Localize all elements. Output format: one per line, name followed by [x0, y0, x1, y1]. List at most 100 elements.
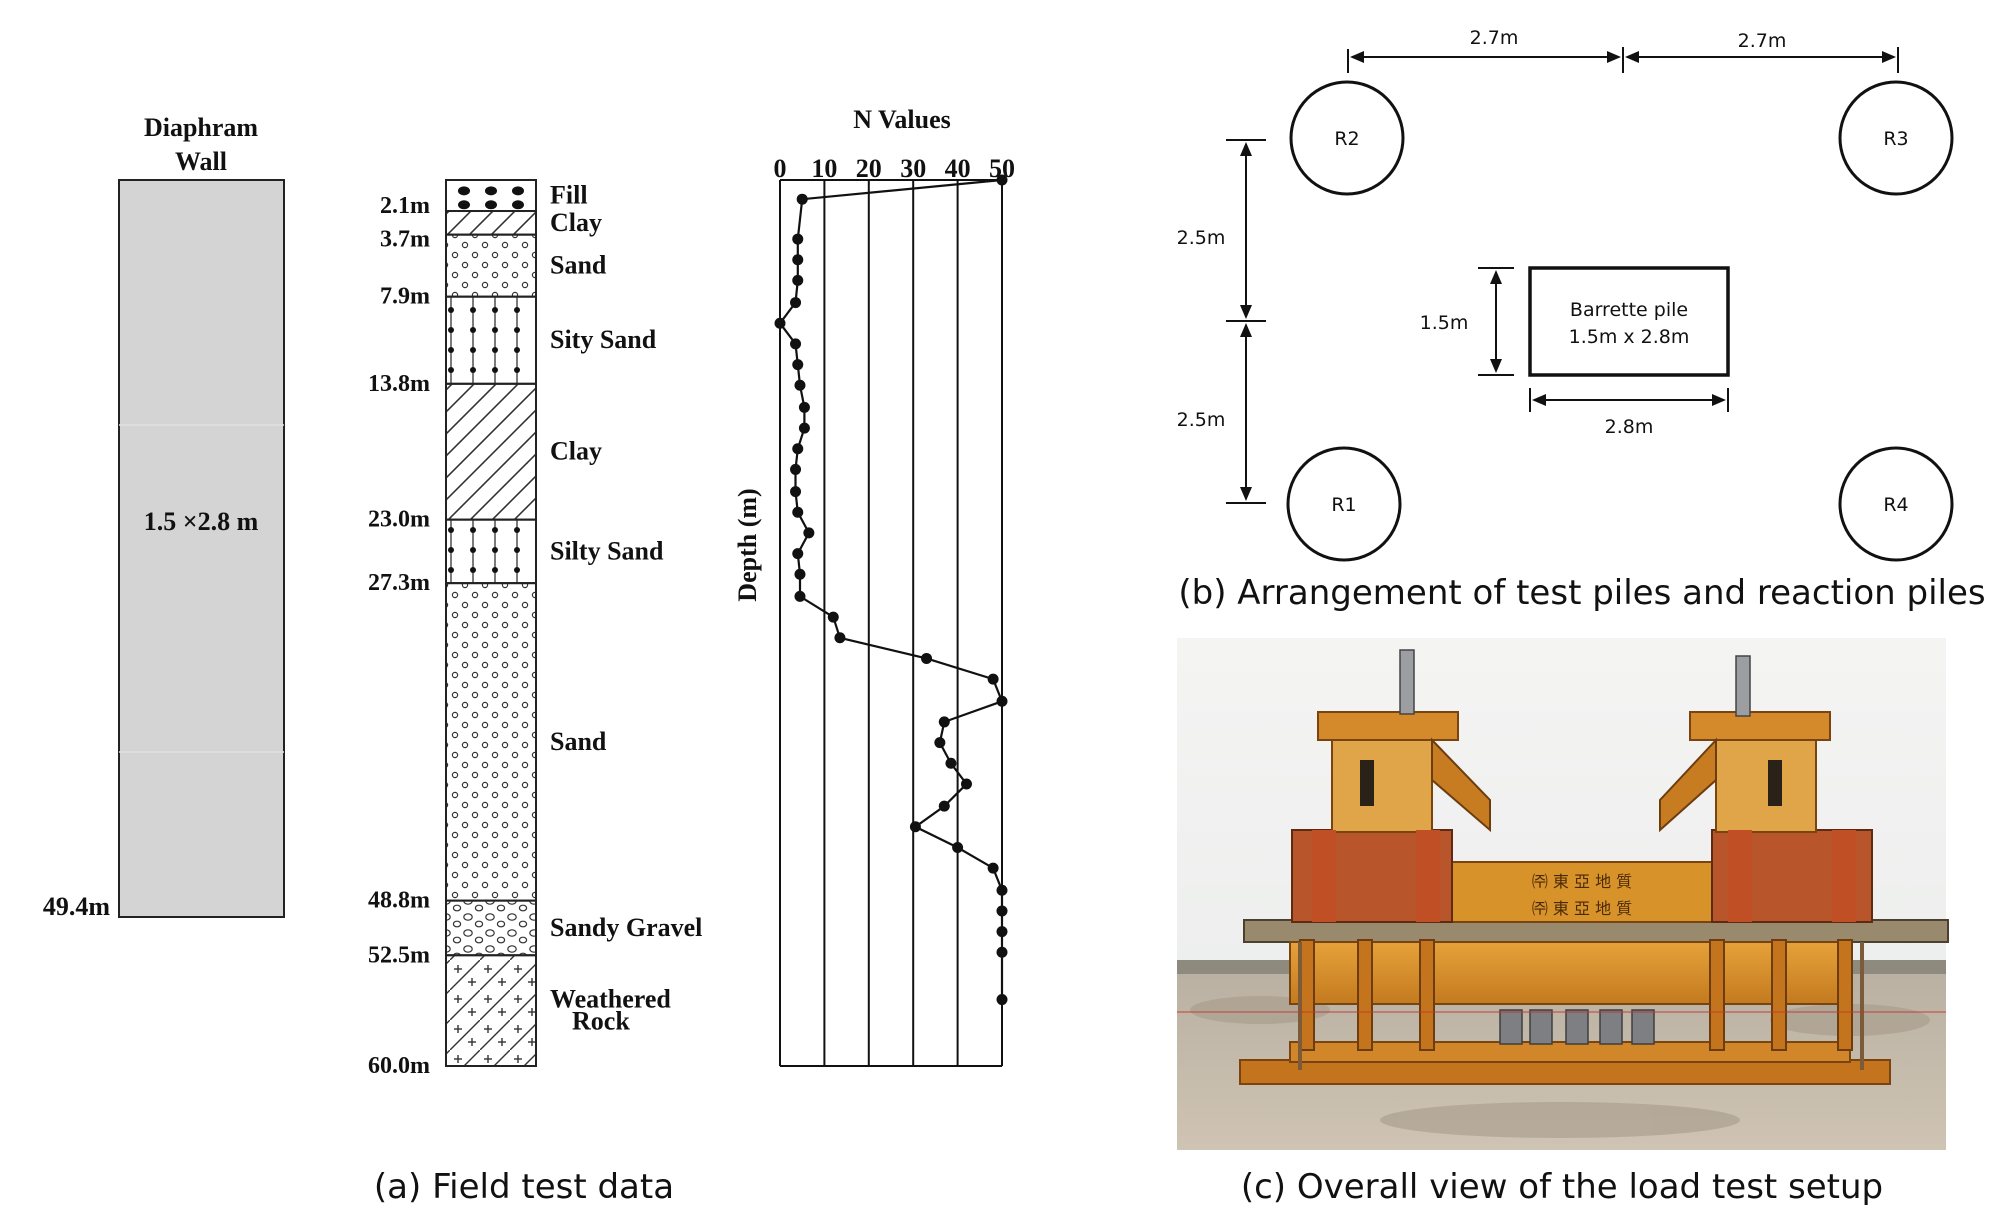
barrette-label-line1: Barrette pile [1570, 299, 1688, 321]
wall-body [118, 179, 285, 918]
chart-gridlines [779, 179, 1003, 1067]
sign-text-2: ㈜ 東 亞 地 質 [1532, 899, 1632, 918]
n-value-point [792, 233, 804, 245]
n-value-point [794, 590, 806, 602]
n-value-point [834, 632, 846, 644]
n-value-series-line [778, 178, 1004, 1000]
pile-R3: R3 [1838, 80, 1954, 196]
soil-layer-clay [445, 210, 537, 236]
sign-text-1: ㈜ 東 亞 地 質 [1532, 872, 1632, 891]
panel-pile-arrangement: R2 R3 R1 R4 Barrette pile 1.5m x 2.8m [1177, 27, 1986, 613]
n-value-point [996, 695, 1008, 707]
boundary-depth-label: 52.5m [368, 942, 430, 968]
boundary-depth-label: 23.0m [368, 507, 430, 533]
boundary-depth-label: 3.7m [380, 227, 430, 253]
pile-R2-label: R2 [1334, 128, 1359, 150]
boundary-depth-label: 60.0m [368, 1053, 430, 1079]
n-value-point [790, 486, 802, 498]
n-value-point [996, 926, 1008, 938]
layer-name: Rock [572, 1007, 630, 1036]
n-value-point [796, 193, 808, 205]
n-value-point [996, 946, 1008, 958]
diaphragm-wall: Diaphram Wall 1.5 ×2.8 m 49.4m [43, 113, 285, 921]
n-value-point [996, 884, 1008, 896]
dim-left-upper: 2.5m [1177, 227, 1226, 249]
pile-R4-label: R4 [1883, 494, 1908, 516]
layer-name: Clay [550, 208, 602, 237]
dim-top-left: 2.7m [1470, 27, 1519, 49]
n-value-point [798, 401, 810, 413]
fill-gravel-dot [485, 186, 497, 196]
n-value-point [790, 463, 802, 475]
borehole-depth-labels: 2.1m3.7m7.9m13.8m23.0m27.3m48.8m52.5m60.… [368, 193, 430, 1079]
fill-gravel-dot [485, 200, 497, 210]
barrette-pile: Barrette pile 1.5m x 2.8m [1528, 266, 1730, 377]
soil-layer-sand [445, 233, 537, 298]
y-axis-label: Depth (m) [733, 488, 762, 601]
n-value-point [827, 611, 839, 623]
n-value-point [996, 994, 1008, 1006]
n-value-point [987, 862, 999, 874]
dim-left-lower: 2.5m [1177, 409, 1226, 431]
fill-gravel-dot [458, 200, 470, 210]
wall-title-line2: Wall [175, 147, 227, 176]
dimension-lines [1226, 47, 1899, 504]
n-value-point [803, 527, 815, 539]
soil-layer-sand [445, 582, 537, 902]
x-tick-label: 10 [811, 154, 837, 183]
boundary-depth-label: 48.8m [368, 888, 430, 914]
n-value-point [996, 905, 1008, 917]
n-value-point [792, 359, 804, 371]
layer-name: Weathered [550, 985, 671, 1014]
layer-name: Sity Sand [550, 325, 657, 354]
caption-a: (a) Field test data [374, 1167, 674, 1207]
fill-gravel-dot [458, 186, 470, 196]
n-value-point [794, 379, 806, 391]
n-value-point [945, 757, 957, 769]
n-value-point [790, 297, 802, 309]
x-tick-label: 0 [774, 154, 787, 183]
boundary-depth-label: 27.3m [368, 570, 430, 596]
x-tick-label: 20 [856, 154, 882, 183]
n-value-point [938, 800, 950, 812]
pile-R1: R1 [1286, 446, 1402, 562]
n-value-point [792, 443, 804, 455]
layer-name: Sandy Gravel [550, 913, 702, 942]
boundary-depth-label: 2.1m [380, 193, 430, 219]
x-tick-label: 40 [945, 154, 971, 183]
soil-layer-sandy-gravel [445, 899, 537, 957]
boundary-depth-label: 13.8m [368, 371, 430, 397]
pile-R2: R2 [1289, 80, 1405, 196]
dim-barrette-length: 2.8m [1605, 416, 1654, 438]
caption-b: (b) Arrangement of test piles and reacti… [1178, 573, 1985, 613]
n-value-point [792, 274, 804, 286]
soil-layer-silty-sand [445, 518, 537, 585]
layer-name: Clay [550, 437, 602, 466]
n-value-point [790, 338, 802, 350]
fill-gravel-dot [512, 186, 524, 196]
soil-layer-weathered-rock [445, 954, 537, 1067]
n-value-point [996, 174, 1008, 186]
pile-R4: R4 [1838, 446, 1954, 562]
borehole-log [445, 179, 537, 1067]
n-value-point [792, 548, 804, 560]
n-value-point [909, 821, 921, 833]
pile-R3-label: R3 [1883, 128, 1908, 150]
wall-depth-label: 49.4m [43, 892, 111, 921]
fill-gravel-dot [512, 200, 524, 210]
layer-name: Sand [550, 727, 607, 756]
n-value-point [774, 317, 786, 329]
layer-name: Fill [550, 181, 588, 210]
layer-name: Silty Sand [550, 536, 664, 565]
n-value-point [987, 673, 999, 685]
n-value-point [792, 506, 804, 518]
pile-R1-label: R1 [1331, 494, 1356, 516]
soil-layer-clay [445, 382, 537, 521]
caption-c: (c) Overall view of the load test setup [1241, 1167, 1883, 1207]
barrette-label-line2: 1.5m x 2.8m [1569, 326, 1690, 348]
n-value-point [938, 716, 950, 728]
